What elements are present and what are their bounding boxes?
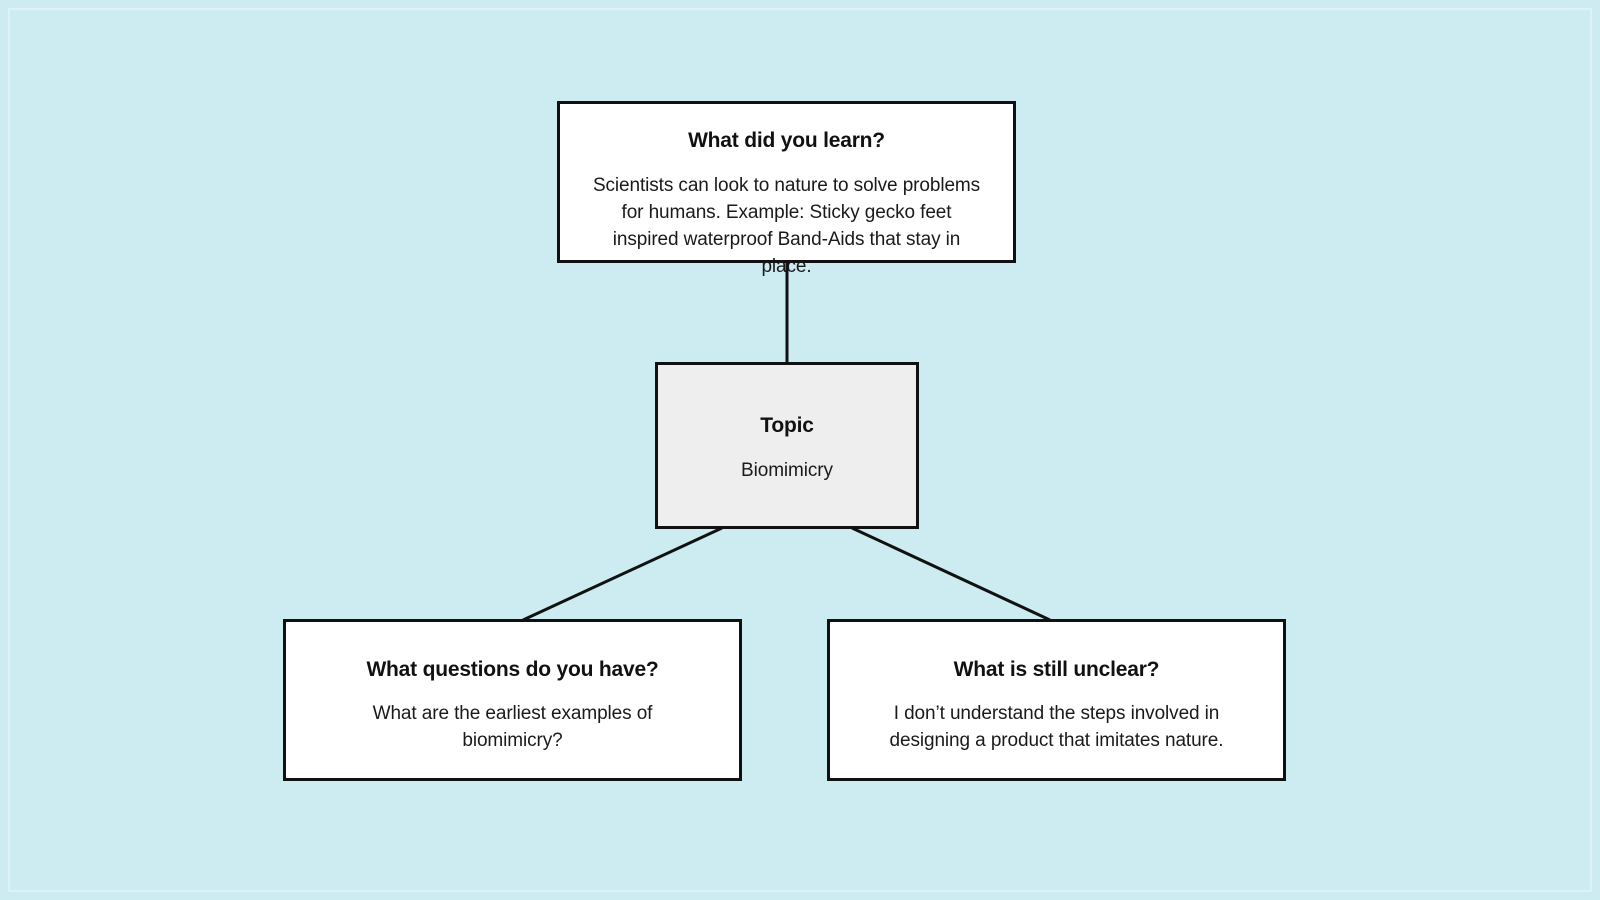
node-what-is-still-unclear[interactable]: What is still unclear? I don’t understan… (827, 619, 1286, 781)
node-body-unclear: I don’t understand the steps involved in… (889, 703, 1224, 751)
node-title-learn: What did you learn? (688, 129, 885, 152)
node-body-questions: What are the earliest examples of biomim… (372, 703, 653, 751)
connector-topic-to-unclear (851, 526, 1051, 622)
node-title-topic: Topic (760, 414, 814, 437)
node-topic[interactable]: Topic Biomimicry (655, 362, 919, 529)
node-what-questions-do-you-have[interactable]: What questions do you have? What are the… (283, 619, 742, 781)
node-body-learn: Scientists can look to nature to solve p… (592, 175, 981, 277)
node-what-did-you-learn[interactable]: What did you learn? Scientists can look … (557, 101, 1016, 277)
connector-topic-to-questions (522, 526, 723, 622)
node-title-questions: What questions do you have? (366, 658, 659, 681)
node-body-topic: Biomimicry (741, 460, 833, 481)
node-title-unclear: What is still unclear? (953, 658, 1160, 681)
